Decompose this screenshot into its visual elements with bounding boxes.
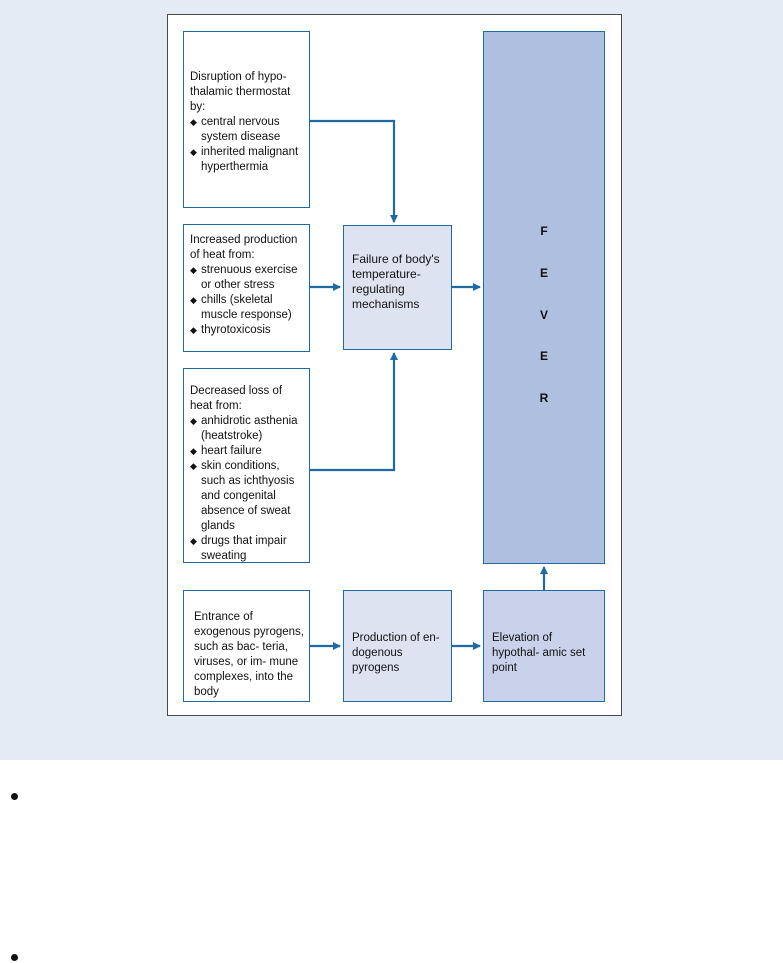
thermostat-list: central nervous system disease inherited… <box>190 115 305 175</box>
heat-production-heading: Increased production of heat from: <box>190 234 298 261</box>
heat-loss-heading: Decreased loss of heat from: <box>190 385 283 412</box>
exogenous-pyrogens-box: Entrance of exogenous pyrogens, such as … <box>183 590 310 702</box>
bullet-dot <box>11 954 18 961</box>
fever-letter: E <box>539 349 548 363</box>
set-point-text: Elevation of hypothal- amic set point <box>492 632 586 674</box>
thermostat-heading: Disruption of hypo- thalamic thermostat … <box>190 71 291 113</box>
list-item: thyrotoxicosis <box>190 323 305 338</box>
set-point-box: Elevation of hypothal- amic set point <box>483 590 605 702</box>
fever-box: F E V E R <box>483 31 605 564</box>
fever-letter: R <box>539 391 549 405</box>
arrow-loss-to-failure <box>310 352 398 472</box>
failure-text: Failure of body's temperature- regulatin… <box>352 252 440 311</box>
fever-letter: V <box>539 308 548 322</box>
list-item: drugs that impair sweating <box>190 534 305 564</box>
thermostat-disruption-box: Disruption of hypo- thalamic thermostat … <box>183 31 310 208</box>
list-item: central nervous system disease <box>190 115 305 145</box>
arrow-thermostat-to-failure <box>310 119 398 223</box>
endogenous-pyrogens-box: Production of en- dogenous pyrogens <box>343 590 452 702</box>
list-item: heart failure <box>190 444 305 459</box>
heat-loss-list: anhidrotic asthenia (heatstroke) heart f… <box>190 414 305 564</box>
list-item: inherited malignant hyperthermia <box>190 145 305 175</box>
list-item: skin conditions, such as ichthyosis and … <box>190 459 305 534</box>
exogenous-text: Entrance of exogenous pyrogens, such as … <box>194 611 304 698</box>
endogenous-text: Production of en- dogenous pyrogens <box>352 632 440 674</box>
fever-letter: F <box>540 224 548 238</box>
heat-production-box: Increased production of heat from: stren… <box>183 224 310 352</box>
flow-arrows <box>310 119 548 650</box>
list-item: chills (skeletal muscle response) <box>190 293 305 323</box>
fever-flowchart: Disruption of hypo- thalamic thermostat … <box>167 14 622 716</box>
list-item: strenuous exercise or other stress <box>190 263 305 293</box>
heat-loss-box: Decreased loss of heat from: anhidrotic … <box>183 368 310 563</box>
list-item: anhidrotic asthenia (heatstroke) <box>190 414 305 444</box>
failure-box: Failure of body's temperature- regulatin… <box>343 225 452 350</box>
bullet-dot <box>11 793 18 800</box>
heat-production-list: strenuous exercise or other stress chill… <box>190 263 305 338</box>
fever-letter: E <box>539 266 548 280</box>
